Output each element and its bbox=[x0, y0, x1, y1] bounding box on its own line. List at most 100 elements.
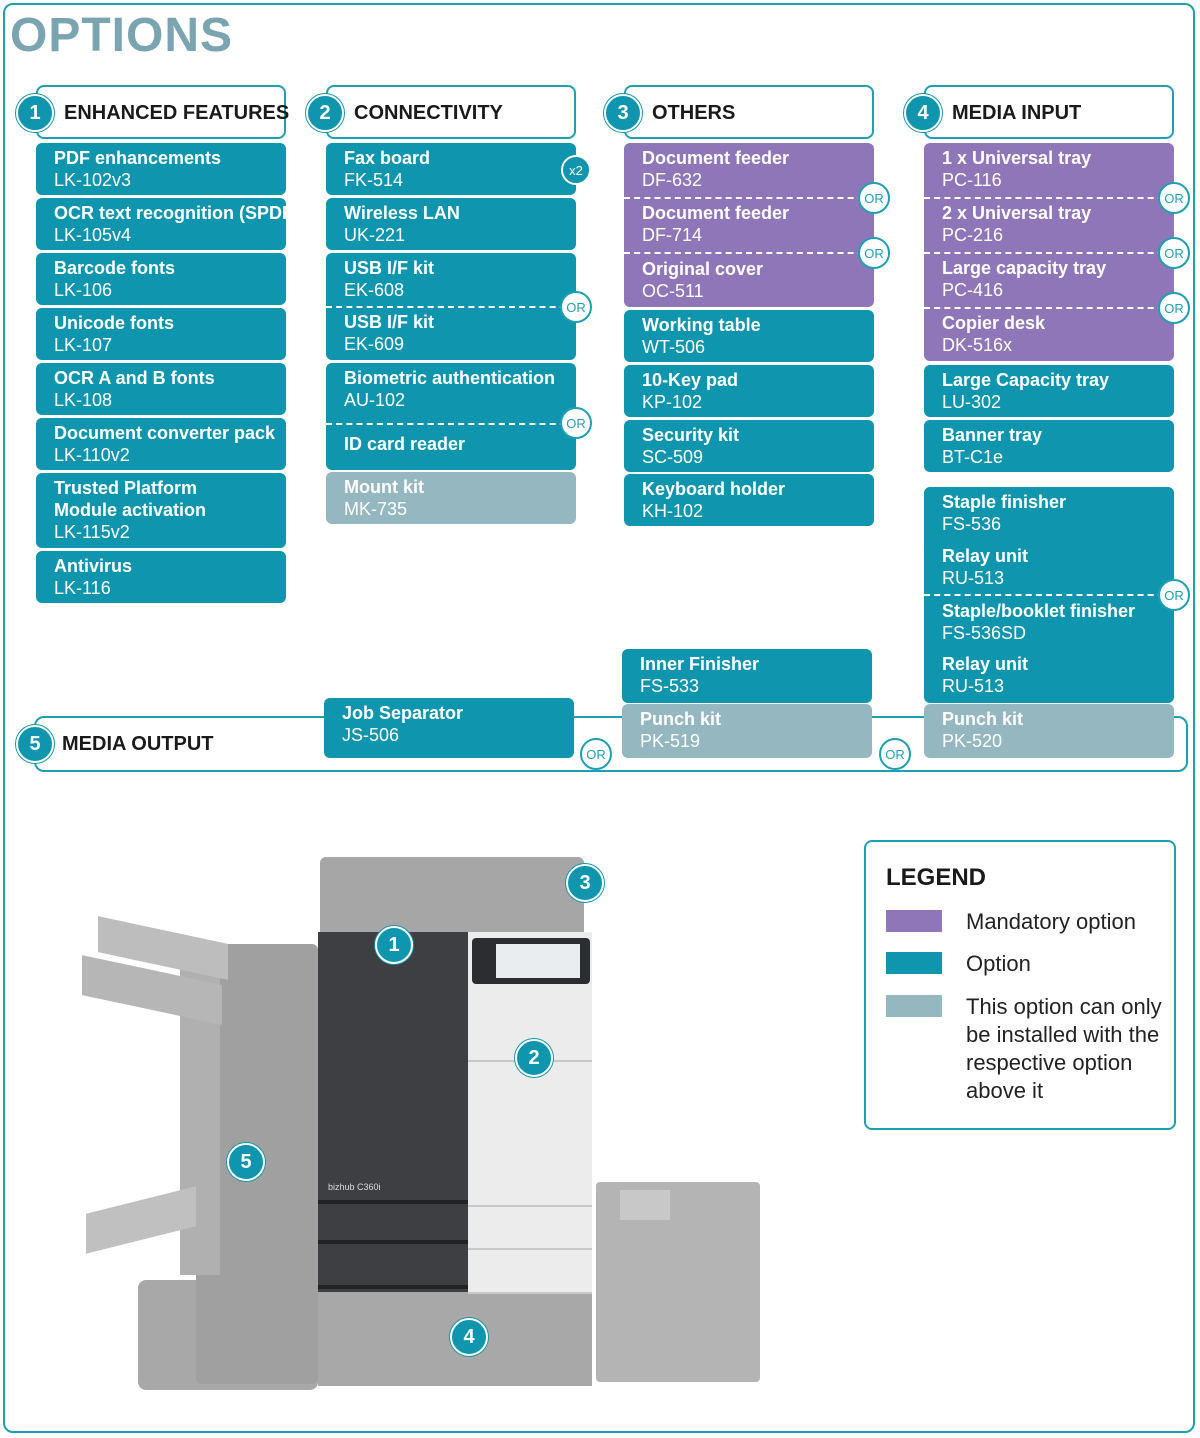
section-number-badge: 3 bbox=[604, 94, 642, 132]
section-number-badge: 5 bbox=[16, 725, 54, 763]
option-code: DF-632 bbox=[642, 170, 703, 190]
option-name: OCR A and B fonts bbox=[54, 368, 215, 388]
option-box-dependent: Punch kit PK-520 bbox=[924, 704, 1174, 758]
option-name: 10-Key pad bbox=[642, 370, 739, 390]
page-title: OPTIONS bbox=[10, 9, 234, 62]
section-header-media-input: MEDIA INPUT bbox=[924, 85, 1174, 139]
legend-swatch-mandatory bbox=[886, 910, 942, 932]
option-box: OCR text recognition (SPDF) LK-105v4 bbox=[36, 198, 286, 250]
option-code: BT-C1e bbox=[942, 447, 1004, 467]
legend-label: This option can only be installed with t… bbox=[966, 994, 1162, 1103]
option-box: 10-Key pad KP-102 bbox=[624, 365, 874, 417]
option-name: Document feeder bbox=[642, 148, 790, 168]
option-box: Unicode fonts LK-107 bbox=[36, 308, 286, 360]
option-group-trays: 1 x Universal tray PC-116 2 x Universal … bbox=[924, 143, 1174, 361]
option-code: FS-536SD bbox=[942, 623, 1027, 643]
or-badge: OR bbox=[580, 738, 612, 770]
or-divider bbox=[326, 306, 576, 308]
option-box-dependent: Punch kit PK-519 bbox=[622, 704, 872, 758]
option-code: LU-302 bbox=[942, 392, 1002, 412]
option-box: Antivirus LK-116 bbox=[36, 551, 286, 603]
section-header-connectivity: CONNECTIVITY bbox=[326, 85, 576, 139]
section-number-badge: 4 bbox=[904, 94, 942, 132]
option-code: RU-513 bbox=[942, 568, 1005, 588]
option-code: PK-520 bbox=[942, 731, 1003, 751]
option-name: Unicode fonts bbox=[54, 313, 174, 333]
option-box: Wireless LAN UK-221 bbox=[326, 198, 576, 250]
option-box: Job Separator JS-506 bbox=[324, 698, 574, 758]
option-group-auth: Biometric authentication AU-102 ID card … bbox=[326, 363, 576, 470]
option-name: Fax board bbox=[344, 148, 431, 168]
option-code: FS-533 bbox=[640, 676, 700, 696]
legend-title: LEGEND bbox=[886, 864, 987, 891]
option-code: MK-735 bbox=[344, 499, 408, 519]
option-box: OCR A and B fonts LK-108 bbox=[36, 363, 286, 415]
option-box: Large Capacity tray LU-302 bbox=[924, 365, 1174, 417]
quantity-badge: x2 bbox=[561, 155, 591, 185]
option-code: UK-221 bbox=[344, 225, 406, 245]
option-code: WT-506 bbox=[642, 337, 706, 357]
option-name: Job Separator bbox=[342, 703, 464, 723]
option-code: LK-115v2 bbox=[54, 522, 130, 542]
option-box: Trusted Platform Module activation LK-11… bbox=[36, 473, 286, 548]
option-name: Relay unit bbox=[942, 654, 1029, 674]
option-name: Banner tray bbox=[942, 425, 1043, 445]
option-name: Trusted Platform bbox=[54, 478, 198, 498]
or-badge: OR bbox=[1158, 237, 1190, 269]
options-frame bbox=[3, 3, 1195, 1433]
option-name: Staple finisher bbox=[942, 492, 1067, 512]
callout-badge: 3 bbox=[566, 864, 604, 902]
option-code: LK-102v3 bbox=[54, 170, 132, 190]
option-code: PC-216 bbox=[942, 225, 1004, 245]
option-code: KH-102 bbox=[642, 501, 704, 521]
option-name: USB I/F kit bbox=[344, 258, 435, 278]
section-number-badge: 1 bbox=[16, 94, 54, 132]
section-label: ENHANCED FEATURES bbox=[64, 102, 290, 124]
option-code: PC-116 bbox=[942, 170, 1002, 190]
option-box: Barcode fonts LK-106 bbox=[36, 253, 286, 305]
section-header-enhanced: ENHANCED FEATURES bbox=[36, 85, 290, 139]
option-name: Original cover bbox=[642, 259, 764, 279]
option-name: OCR text recognition (SPDF) bbox=[54, 203, 286, 223]
option-box: Working table WT-506 bbox=[624, 310, 874, 362]
option-name: Barcode fonts bbox=[54, 258, 176, 278]
callout-badge: 5 bbox=[227, 1143, 265, 1181]
option-code: SC-509 bbox=[642, 447, 704, 467]
option-name: Module activation bbox=[54, 500, 207, 520]
or-divider bbox=[924, 252, 1174, 254]
option-name: 1 x Universal tray bbox=[942, 148, 1092, 168]
option-code: KP-102 bbox=[642, 392, 703, 412]
option-code: LK-116 bbox=[54, 578, 111, 598]
option-name: Wireless LAN bbox=[344, 203, 460, 223]
or-divider bbox=[326, 423, 576, 425]
callout-badge: 2 bbox=[515, 1039, 553, 1077]
callout-badge: 4 bbox=[450, 1318, 488, 1356]
or-badge: OR bbox=[858, 237, 890, 269]
or-badge: OR bbox=[1158, 182, 1190, 214]
option-name: Working table bbox=[642, 315, 761, 335]
or-badge: OR bbox=[1158, 579, 1190, 611]
section-label: OTHERS bbox=[652, 102, 736, 124]
option-name: PDF enhancements bbox=[54, 148, 222, 168]
or-badge: OR bbox=[879, 738, 911, 770]
option-name: Inner Finisher bbox=[640, 654, 760, 674]
option-box-dependent: Mount kit MK-735 bbox=[326, 472, 576, 524]
option-box: Document converter pack LK-110v2 bbox=[36, 418, 286, 470]
option-code: FS-536 bbox=[942, 514, 1002, 534]
option-code: LK-110v2 bbox=[54, 445, 130, 465]
legend: LEGEND Mandatory option Option This opti… bbox=[864, 840, 1176, 1130]
section-label: MEDIA OUTPUT bbox=[62, 733, 214, 755]
option-code: LK-105v4 bbox=[54, 225, 132, 245]
or-badge: OR bbox=[560, 291, 592, 323]
option-name: Document converter pack bbox=[54, 423, 276, 443]
callout-badge: 1 bbox=[375, 926, 413, 964]
option-box: Banner tray BT-C1e bbox=[924, 420, 1174, 472]
option-code: AU-102 bbox=[344, 390, 406, 410]
option-box: Inner Finisher FS-533 bbox=[622, 649, 872, 703]
option-box: Security kit SC-509 bbox=[624, 420, 874, 472]
legend-swatch-dependent bbox=[886, 995, 942, 1017]
legend-label: Mandatory option bbox=[966, 909, 1136, 934]
option-name: Antivirus bbox=[54, 556, 133, 576]
or-badge: OR bbox=[560, 407, 592, 439]
option-name: Document feeder bbox=[642, 203, 790, 223]
